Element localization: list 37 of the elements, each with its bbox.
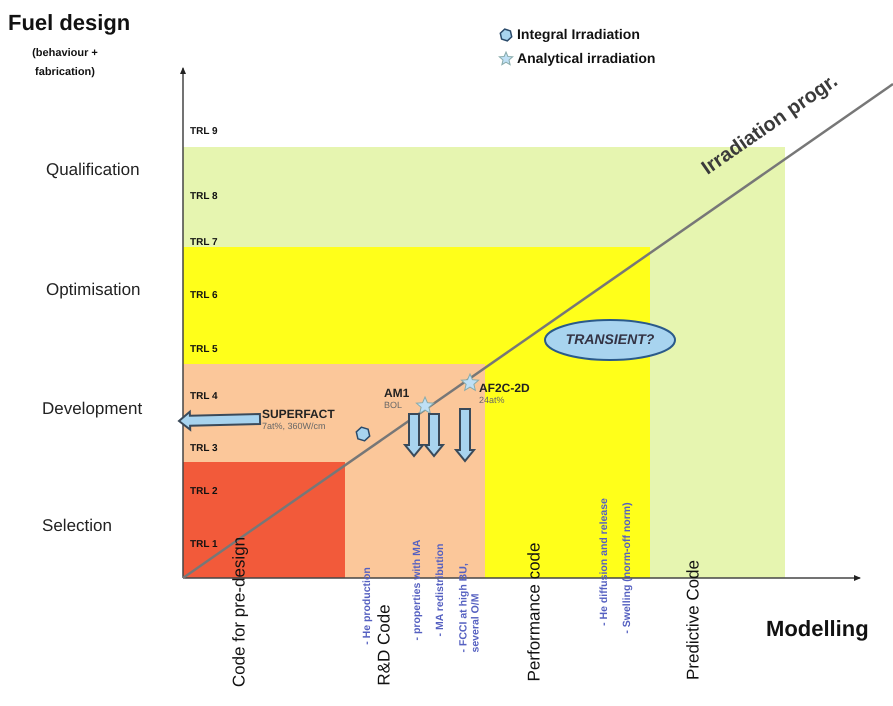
marker-note: 7at%, 360W/cm (262, 421, 327, 431)
marker-label: AM1 (384, 386, 410, 400)
column-label: Code for pre-design (230, 536, 250, 688)
topic-note: - properties with MA (412, 540, 424, 640)
y-axis-subtitle: (behaviour + fabrication) (31, 46, 99, 80)
marker-label: SUPERFACT (262, 407, 335, 421)
trl-level-label: TRL 3 (190, 443, 218, 454)
legend-label: Analytical irradiation (517, 50, 656, 66)
column-label: Predictive Code (684, 560, 704, 680)
block-arrow (402, 413, 426, 458)
column-label: Performance code (526, 542, 544, 682)
trl-level-label: TRL 7 (190, 237, 218, 248)
column-label: R&D Code (376, 604, 394, 686)
legend-label: Integral Irradiation (517, 26, 640, 42)
trl-level-label: TRL 2 (190, 486, 218, 498)
trl-level-label: TRL 1 (190, 539, 218, 550)
block-arrow (177, 410, 262, 432)
topic-note: - MA redistribution (435, 544, 447, 636)
stage-label: Selection (42, 516, 112, 536)
topic-note: - He diffusion and release (599, 498, 611, 626)
block-arrow (422, 413, 446, 458)
topic-note: - He production (362, 567, 374, 645)
stage-label: Optimisation (46, 280, 140, 300)
trl-level-label: TRL 4 (190, 391, 218, 402)
stage-label: Development (42, 399, 142, 419)
x-axis-title: Modelling (766, 616, 869, 642)
trl-level-label: TRL 9 (190, 126, 218, 138)
trl-level-label: TRL 5 (190, 344, 218, 356)
block-arrow (454, 408, 476, 463)
ellipse-label: TRANSIENT? (564, 331, 656, 348)
marker-note: BOL (384, 400, 404, 410)
trl-level-label: TRL 8 (190, 191, 218, 202)
topic-note: - FCCI at high BU, several O/M (458, 562, 482, 652)
trl-level-label: TRL 6 (190, 290, 218, 302)
stage-label: Qualification (46, 160, 140, 180)
topic-note: - Swelling (norm-off norm) (622, 502, 634, 634)
y-axis-title: Fuel design (8, 10, 130, 36)
